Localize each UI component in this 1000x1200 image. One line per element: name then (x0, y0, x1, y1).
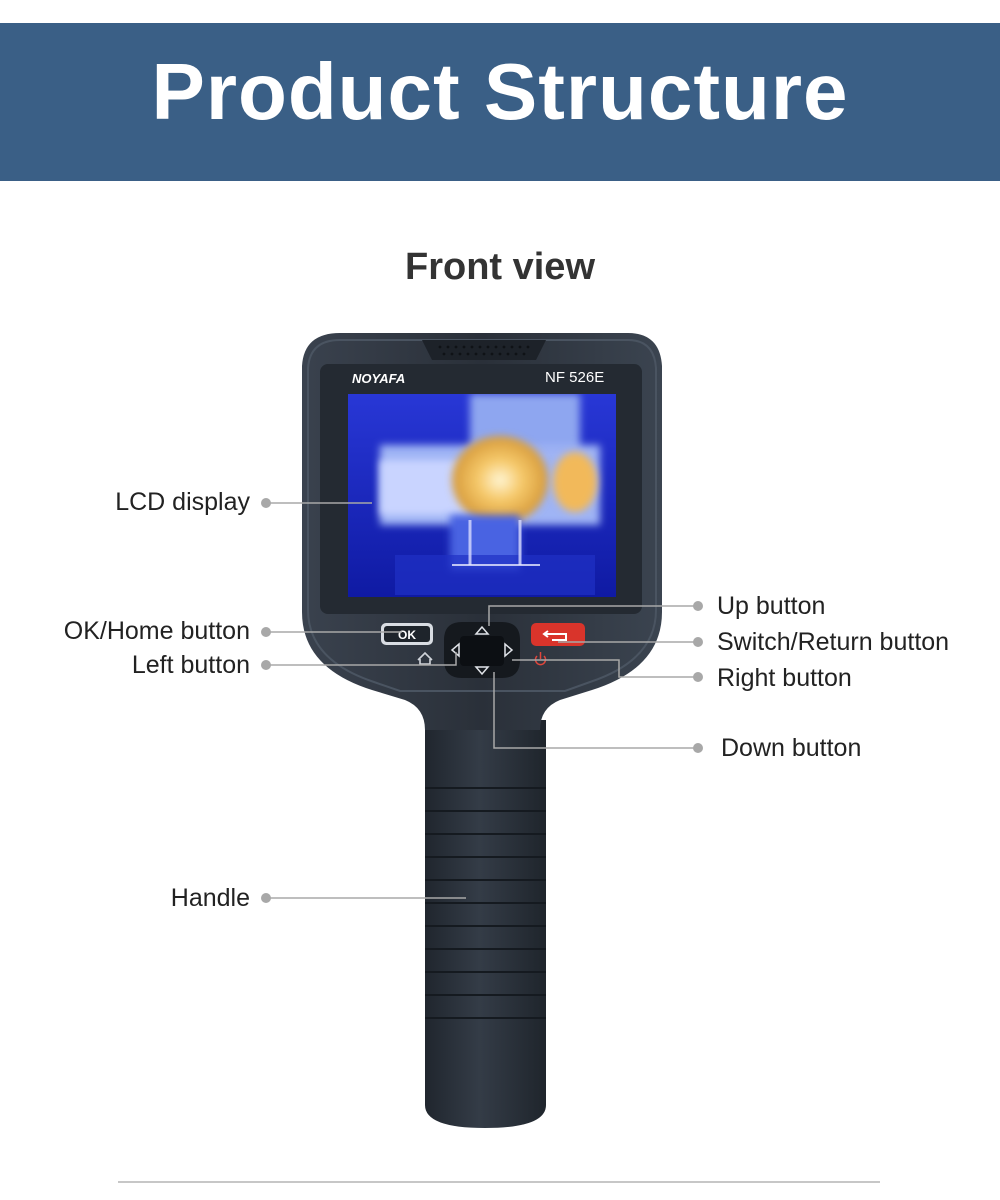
return-icon (542, 630, 567, 641)
down-arrow-icon[interactable] (474, 666, 490, 676)
leader-dots (261, 498, 703, 903)
leader-left (266, 652, 457, 666)
model-label: NF 526E (545, 369, 604, 386)
view-title: Front view (404, 246, 596, 288)
label-right-button: Right button (717, 664, 852, 692)
leader-lines (266, 502, 698, 899)
brand-logo: NOYAFA (352, 371, 405, 386)
power-icon (534, 652, 547, 666)
dot-down (693, 743, 703, 753)
dot-up (693, 601, 703, 611)
switch-return-button[interactable] (531, 623, 585, 646)
label-lcd-display: LCD display (115, 488, 250, 516)
label-left-button: Left button (131, 651, 250, 679)
leader-down (493, 672, 698, 749)
home-icon (417, 651, 433, 665)
label-down-button: Down button (721, 734, 862, 762)
dot-ok-home (261, 627, 271, 637)
label-switch-return-button: Switch/Return button (717, 628, 950, 656)
direction-pad[interactable] (444, 622, 520, 678)
ok-home-button[interactable]: OK (381, 623, 433, 645)
bottom-divider (118, 1181, 880, 1183)
lcd-screen (348, 394, 616, 597)
right-arrow-icon[interactable] (504, 642, 514, 658)
dot-lcd-display (261, 498, 271, 508)
handle-grip (425, 720, 546, 1128)
ok-key-label: OK (398, 628, 416, 642)
dot-handle (261, 893, 271, 903)
up-arrow-icon[interactable] (474, 625, 490, 635)
header-banner (0, 23, 1000, 181)
dot-left (261, 660, 271, 670)
page-title: Product Structure (151, 47, 849, 136)
leader-up (488, 605, 698, 626)
dot-switch-return (693, 637, 703, 647)
label-handle: Handle (170, 884, 250, 912)
label-ok-home-button: OK/Home button (63, 617, 250, 645)
label-up-button: Up button (717, 592, 826, 620)
leader-right (512, 659, 698, 678)
dot-right (693, 672, 703, 682)
